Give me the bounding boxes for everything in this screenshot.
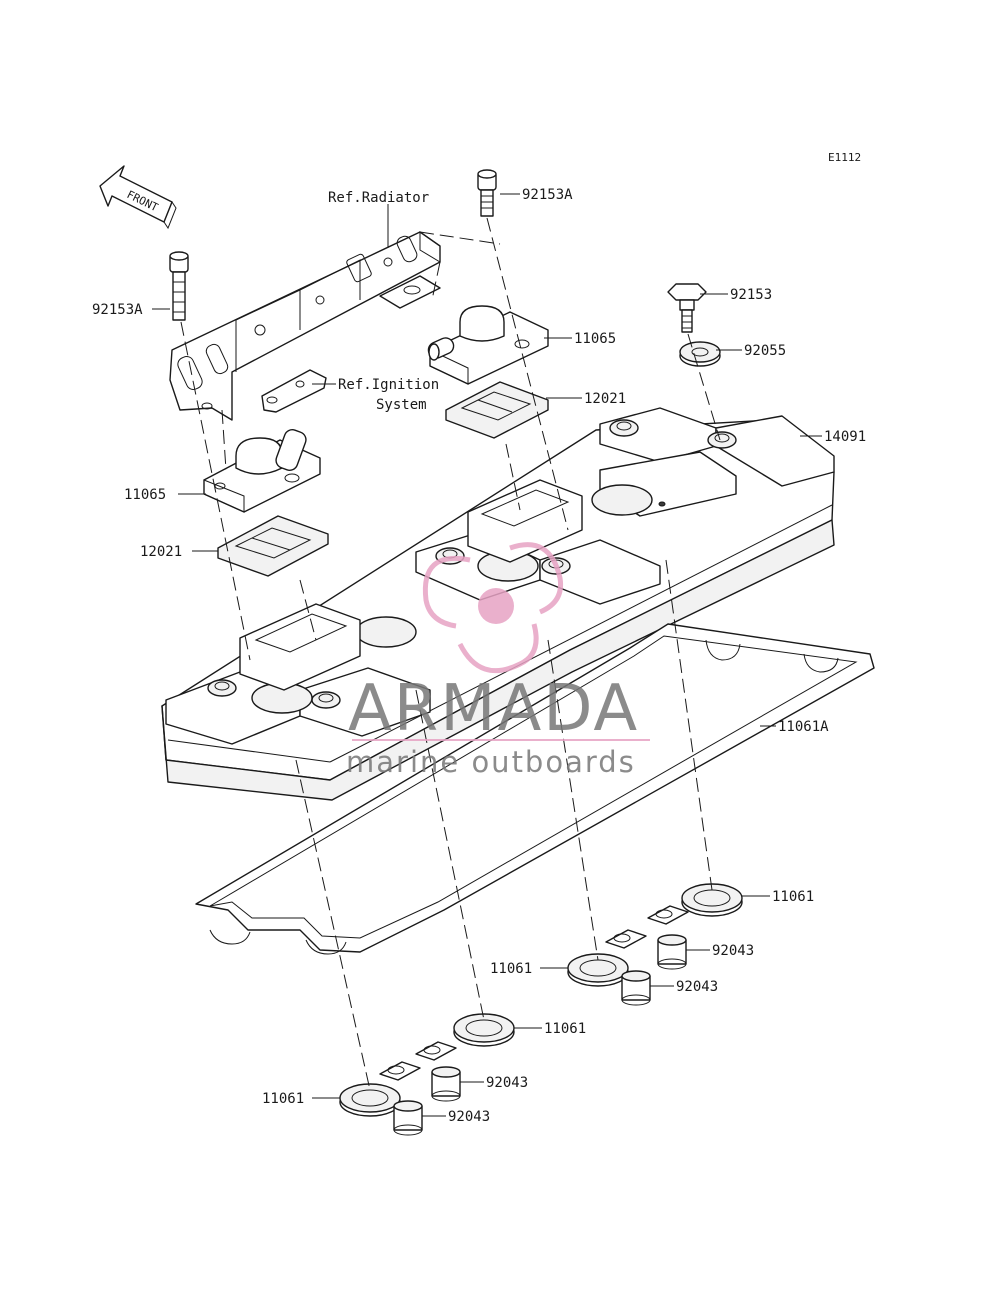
breather-cover-left: [203, 428, 321, 513]
reed-gasket-left: [217, 515, 329, 577]
bolt-92153a-top: [477, 169, 497, 217]
label-dowel-3: 92043: [486, 1075, 528, 1091]
label-bolt-left: 92153A: [92, 302, 143, 318]
propeller-logo-icon: [422, 542, 564, 674]
radiator-bracket: [169, 231, 441, 421]
leader-lines: [152, 193, 822, 1117]
label-gasket-right: 12021: [584, 391, 626, 407]
plug-gasket-right-upper: [647, 883, 743, 925]
label-ref-radiator: Ref.Radiator: [328, 190, 429, 206]
dowel-pin-4: [393, 1100, 423, 1136]
plug-gasket-right-lower: [567, 929, 647, 987]
label-cover-gasket: 11061A: [778, 719, 829, 735]
label-dowel-1: 92043: [712, 943, 754, 959]
plug-gasket-left-upper: [415, 1013, 515, 1061]
dowel-pin-2: [621, 970, 651, 1006]
reed-gasket-right: [445, 381, 549, 439]
dowel-pin-3: [431, 1066, 461, 1102]
assembly-lines: [180, 217, 721, 1091]
label-ref-ignition-system: System: [376, 397, 427, 413]
head-cover-gasket: [195, 623, 875, 955]
label-plug-gasket-3: 11061: [544, 1021, 586, 1037]
ignition-bracket: [261, 369, 327, 413]
label-plug-gasket-4: 11061: [262, 1091, 304, 1107]
watermark: ARMADA marine outboards: [346, 542, 650, 779]
dowel-pin-1: [657, 934, 687, 970]
label-plug-gasket-2: 11061: [490, 961, 532, 977]
label-bolt-top: 92153A: [522, 187, 573, 203]
label-dowel-2: 92043: [676, 979, 718, 995]
label-dowel-4: 92043: [448, 1109, 490, 1125]
washer-92055: [679, 341, 721, 367]
label-cover-left: 11065: [124, 487, 166, 503]
watermark-brand: ARMADA: [348, 672, 639, 746]
plug-gasket-left-lower: [339, 1061, 421, 1117]
label-plug-gasket-1: 11061: [772, 889, 814, 905]
breather-cover-right: [427, 305, 549, 385]
watermark-tagline: marine outboards: [346, 745, 636, 779]
label-washer: 92055: [744, 343, 786, 359]
label-ref-ignition: Ref.Ignition: [338, 377, 439, 393]
label-bolt-right: 92153: [730, 287, 772, 303]
bolt-92153a-left: [169, 251, 189, 321]
label-head-cover: 14091: [824, 429, 866, 445]
label-cover-right: 11065: [574, 331, 616, 347]
bolt-92153-right: [667, 283, 707, 333]
front-arrow-icon: FRONT: [99, 165, 177, 230]
label-gasket-left: 12021: [140, 544, 182, 560]
diagram-code: E1112: [828, 151, 861, 164]
